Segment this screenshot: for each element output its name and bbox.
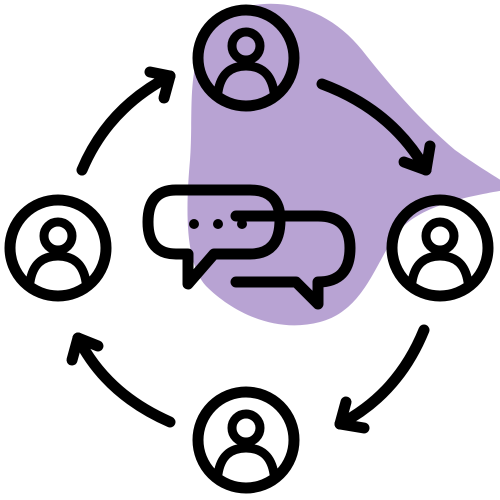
person-top-icon [192, 4, 300, 112]
person-left-icon [4, 194, 112, 302]
arrow-top-left-icon [76, 66, 176, 176]
chat-bubble-back-icon [230, 210, 356, 310]
person-right-icon [386, 194, 494, 302]
person-bottom-icon [192, 386, 300, 494]
arrow-bottom-left-icon [66, 332, 176, 428]
arrow-top-right-icon [316, 78, 436, 176]
chat-bubble-front-icon [142, 184, 286, 290]
arrow-bottom-right-icon [334, 324, 430, 434]
